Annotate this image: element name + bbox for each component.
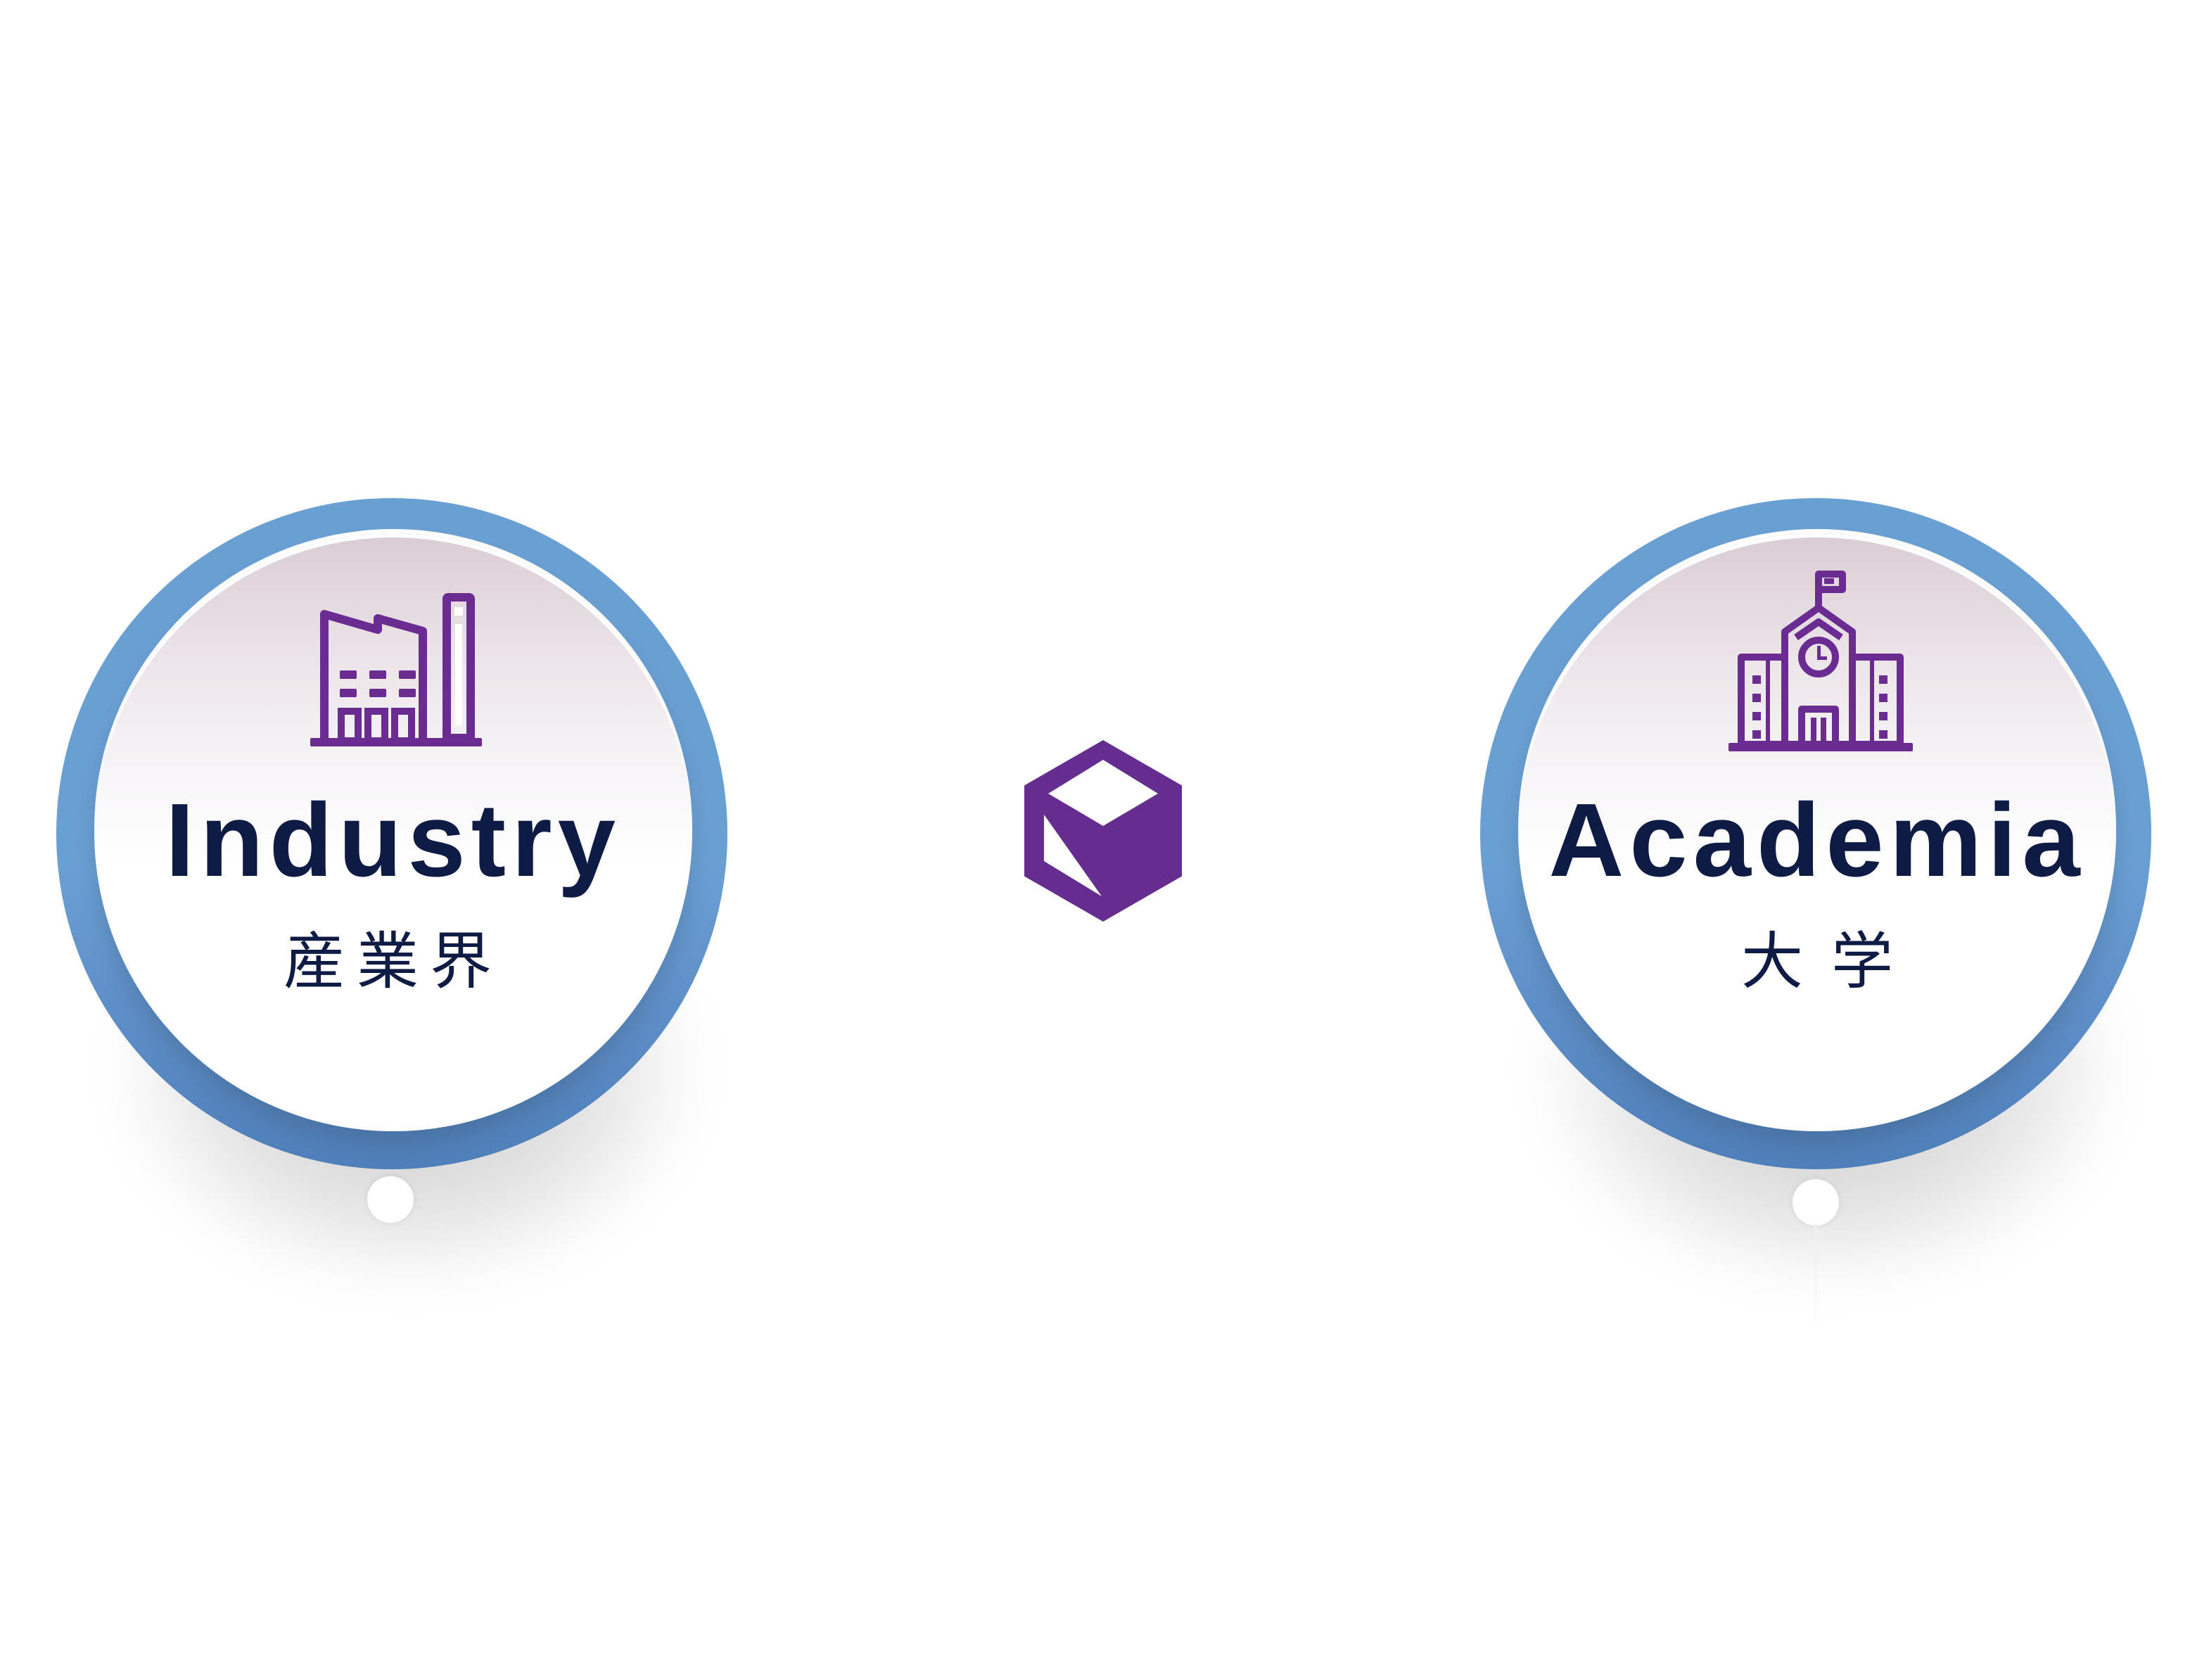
school-building-icon <box>1729 571 1913 751</box>
academia-subtitle: 大学 <box>1740 925 1921 998</box>
industry-ring <box>56 498 727 1169</box>
academia-connector-dot <box>1793 1179 1839 1226</box>
industry-shadow <box>106 844 711 1294</box>
industry-connector-dot <box>367 1176 414 1223</box>
academia-ring <box>1480 498 2151 1169</box>
industry-subtitle: 産業界 <box>283 925 503 998</box>
industry-disc: Industry 産業界 <box>94 533 692 1131</box>
factory-icon <box>310 593 482 746</box>
academia-connector-line <box>1814 1224 1817 1330</box>
academia-shadow <box>1527 844 2132 1294</box>
hexagon-cube-logo <box>1024 740 1182 922</box>
academia-disc: Academia 大学 <box>1518 533 2116 1131</box>
industry-title: Industry <box>165 782 621 898</box>
academia-title: Academia <box>1548 782 2086 898</box>
